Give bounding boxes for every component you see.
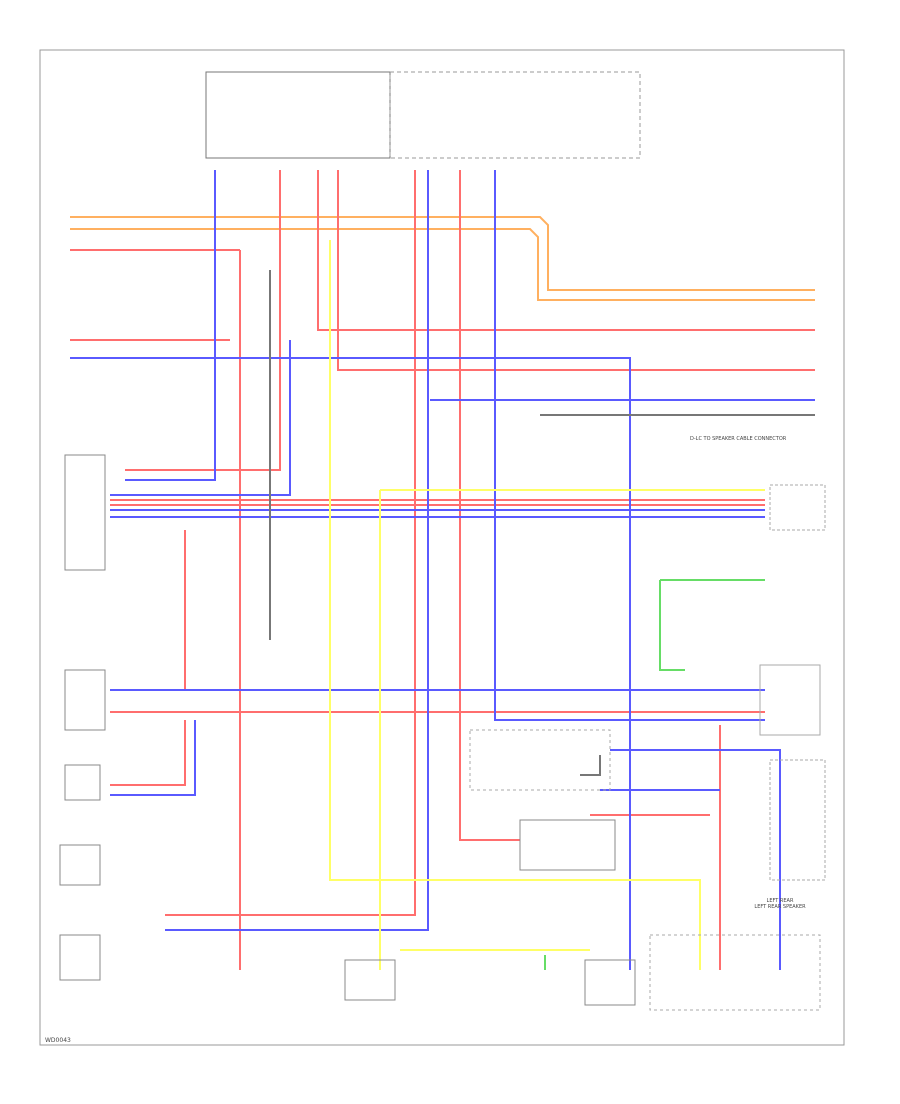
wire-blue-8 — [494, 170, 765, 721]
connector-right-label: D-LC TO SPEAKER CABLE CONNECTOR — [690, 436, 787, 442]
middle-relay — [469, 729, 611, 791]
rear-left-label: LEFT REAR — [767, 898, 794, 904]
connector-left-2 — [64, 669, 106, 731]
wire-blue-9 — [110, 340, 291, 496]
wire-blue-7 — [110, 720, 196, 796]
connector-right-3 — [769, 759, 826, 881]
wire-red-5 — [165, 170, 416, 916]
diagram-frame — [39, 49, 845, 1046]
top-module-box-right — [389, 71, 641, 159]
wire-blue-5 — [165, 170, 429, 931]
footer-code: WD0043 — [45, 1037, 71, 1044]
wire-blue-11 — [610, 749, 781, 970]
wire-yellow-3 — [329, 240, 701, 970]
wire-red-12 — [459, 170, 520, 841]
speaker-box-1 — [64, 764, 101, 801]
bottom-connector-1 — [344, 959, 396, 1001]
wire-red-1 — [125, 170, 281, 471]
wire-orange-1 — [70, 216, 815, 291]
wire-red-10 — [110, 530, 186, 691]
wire-green-2 — [659, 580, 685, 671]
connector-left-1 — [64, 454, 106, 571]
wire-orange-2 — [70, 228, 815, 301]
bottom-connector-2 — [584, 959, 636, 1006]
middle-module — [519, 819, 616, 871]
connector-right-2 — [759, 664, 821, 736]
top-module-box-left — [205, 71, 391, 159]
connector-right-1 — [769, 484, 826, 531]
wire-red-11 — [110, 720, 186, 786]
wire-red-8 — [337, 170, 815, 371]
wire-red-2 — [317, 170, 815, 331]
wire-gray-2 — [580, 755, 601, 776]
bottom-connector-3 — [649, 934, 821, 1011]
wire-harness — [70, 170, 815, 970]
speaker-box-3 — [59, 934, 101, 981]
wire-blue-1 — [125, 170, 216, 481]
rear-left-speaker-label: LEFT REAR SPEAKER — [754, 904, 806, 910]
speaker-box-2 — [59, 844, 101, 886]
wire-blue-2 — [70, 357, 631, 970]
